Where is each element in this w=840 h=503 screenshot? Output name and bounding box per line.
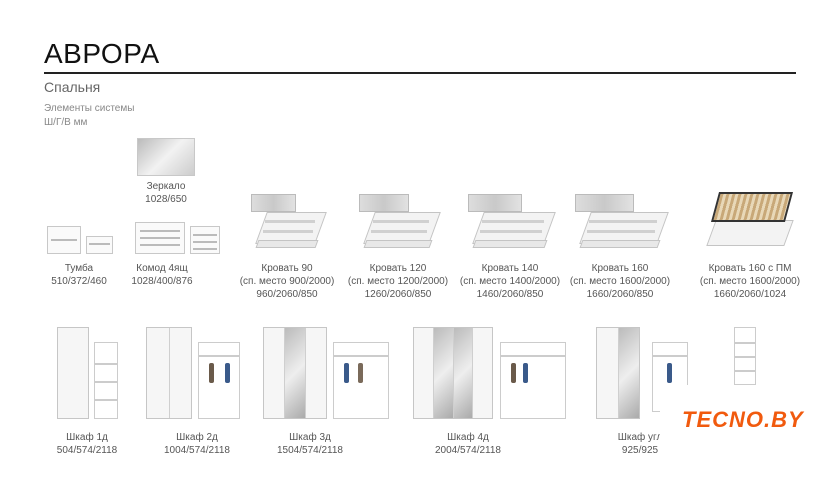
item-bed: Кровать 160 с ПМ (сп. место 1600/2000) 166…: [685, 262, 815, 301]
tecno-by-logo: TECNO.BY: [660, 385, 840, 455]
item-dresser: Комод 4ящ 1028/400/876: [97, 262, 227, 288]
item-wardrobe: Шкаф 2д 1004/574/2118: [132, 431, 262, 457]
item-name: Кровать 140: [481, 263, 539, 274]
mirror-image: [137, 138, 195, 176]
wardrobe-corner-image: [596, 327, 640, 419]
item-name: Кровать 120: [369, 263, 427, 274]
item-bed: Кровать 90 (сп. место 900/2000) 960/2060/8…: [222, 262, 352, 301]
item-dims: 960/2060/850: [256, 289, 318, 300]
item-wardrobe: Шкаф 4д 2004/574/2118: [403, 431, 533, 457]
item-sleep: (сп. место 1600/2000): [569, 276, 671, 287]
item-name: Комод 4ящ: [136, 263, 188, 274]
item-name: Зеркало: [146, 181, 186, 192]
wardrobe-4d-open-image: [500, 342, 566, 419]
wardrobe-2d-open-image: [198, 342, 240, 419]
item-name: Шкаф 4д: [447, 432, 489, 443]
system-label: Элементы системы: [44, 103, 135, 114]
item-dims: 1504/574/2118: [277, 445, 343, 456]
item-wardrobe: Шкаф угл 925/925: [575, 431, 705, 457]
item-nightstand: Тумба 510/372/460: [14, 262, 144, 288]
item-dims: 1260/2060/850: [364, 289, 432, 300]
system-info: Элементы системы Ш/Г/В мм: [44, 102, 134, 130]
page-title: АВРОРА: [44, 38, 160, 69]
item-dims: 1660/2060/850: [586, 289, 654, 300]
bed-image: [571, 190, 669, 256]
nightstand-image: [47, 226, 81, 254]
subtitle: Спальня: [44, 79, 101, 95]
item-name: Шкаф 1д: [66, 432, 108, 443]
item-sleep: (сп. место 1200/2000): [347, 276, 449, 287]
item-dims: 504/574/2118: [56, 445, 118, 456]
item-dims: 2004/574/2118: [435, 445, 501, 456]
item-name: Шкаф угл: [617, 432, 663, 443]
title-divider: [44, 72, 796, 74]
item-dims: 510/372/460: [51, 276, 107, 287]
item-wardrobe: Шкаф 1д 504/574/2118: [22, 431, 152, 457]
item-name: Кровать 90: [261, 263, 313, 274]
item-sleep: (сп. место 1600/2000): [699, 276, 801, 287]
corner-shelf-image: [734, 327, 756, 385]
item-name: Кровать 160 с ПМ: [708, 263, 792, 274]
item-name: Шкаф 2д: [176, 432, 218, 443]
bed-image: [247, 190, 327, 256]
item-dims: 1460/2060/850: [476, 289, 544, 300]
nightstand-open-image: [86, 236, 113, 254]
wardrobe-2d-image: [146, 327, 192, 419]
wardrobe-3d-image: [263, 327, 327, 419]
item-dims: 1660/2060/1024: [713, 289, 787, 300]
item-bed: Кровать 140 (сп. место 1400/2000) 1460/206…: [445, 262, 575, 301]
bed-image: [701, 190, 799, 256]
units-label: Ш/Г/В мм: [44, 117, 88, 128]
item-name: Шкаф 3д: [289, 432, 331, 443]
item-sleep: (сп. место 900/2000): [239, 276, 335, 287]
item-mirror: Зеркало 1028/650: [101, 180, 231, 206]
dresser-image: [135, 222, 185, 254]
item-dims: 1028/400/876: [131, 276, 193, 287]
item-dims: 1004/574/2118: [164, 445, 230, 456]
item-dims: 1028/650: [145, 194, 187, 205]
item-name: Тумба: [64, 263, 94, 274]
item-sleep: (сп. место 1400/2000): [459, 276, 561, 287]
dresser-open-image: [190, 226, 220, 254]
item-name: Кровать 160: [591, 263, 649, 274]
wardrobe-4d-image: [413, 327, 493, 419]
wardrobe-1d-open-image: [94, 342, 118, 419]
wardrobe-3d-open-image: [333, 342, 389, 419]
item-bed: Кровать 120 (сп. место 1200/2000) 1260/206…: [333, 262, 463, 301]
bed-image: [464, 190, 556, 256]
bed-image: [355, 190, 441, 256]
item-wardrobe: Шкаф 3д 1504/574/2118: [245, 431, 375, 457]
logo-text: TECNO.BY: [682, 407, 804, 432]
item-dims: 925/925: [621, 445, 659, 456]
item-bed: Кровать 160 (сп. место 1600/2000) 1660/206…: [555, 262, 685, 301]
wardrobe-1d-image: [57, 327, 89, 419]
